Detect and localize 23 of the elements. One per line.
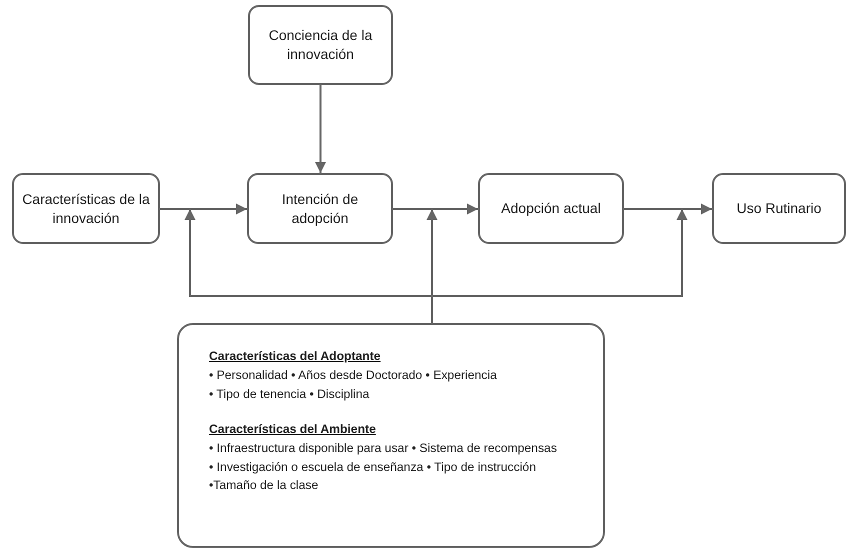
process-box [247, 173, 393, 244]
arrow [160, 204, 247, 214]
bullet-list-line: • Tipo de tenencia • Disciplina [209, 386, 370, 403]
bullet-list-line: • Infraestructura disponible para usar • Sistema de recompensas [209, 440, 557, 457]
node-label: Conciencia de la innovación [268, 26, 374, 64]
info-box [177, 323, 605, 548]
node-label: Uso Rutinario [736, 199, 822, 218]
node-label: Características de la innovación [22, 190, 150, 228]
arrow [315, 85, 326, 173]
node-label: Adopción actual [501, 199, 601, 218]
process-box [248, 5, 393, 85]
arrow [431, 209, 688, 323]
bullet-list-line: • Personalidad • Años desde Doctorado • Experiencia [209, 366, 497, 384]
node-label: Intención de adopción [280, 190, 360, 228]
section-heading: Características del Adoptante [209, 348, 381, 365]
section-heading: Características del Ambiente [209, 420, 376, 438]
process-box [12, 173, 160, 244]
arrow [624, 204, 712, 214]
process-box [478, 173, 624, 244]
arrow [393, 204, 478, 214]
bullet-list-line: • Investigación o escuela de enseñanza • Tipo de instrucción [209, 458, 536, 476]
process-box [712, 173, 846, 244]
bullet-list-line: •Tamaño de la clase [209, 477, 318, 494]
